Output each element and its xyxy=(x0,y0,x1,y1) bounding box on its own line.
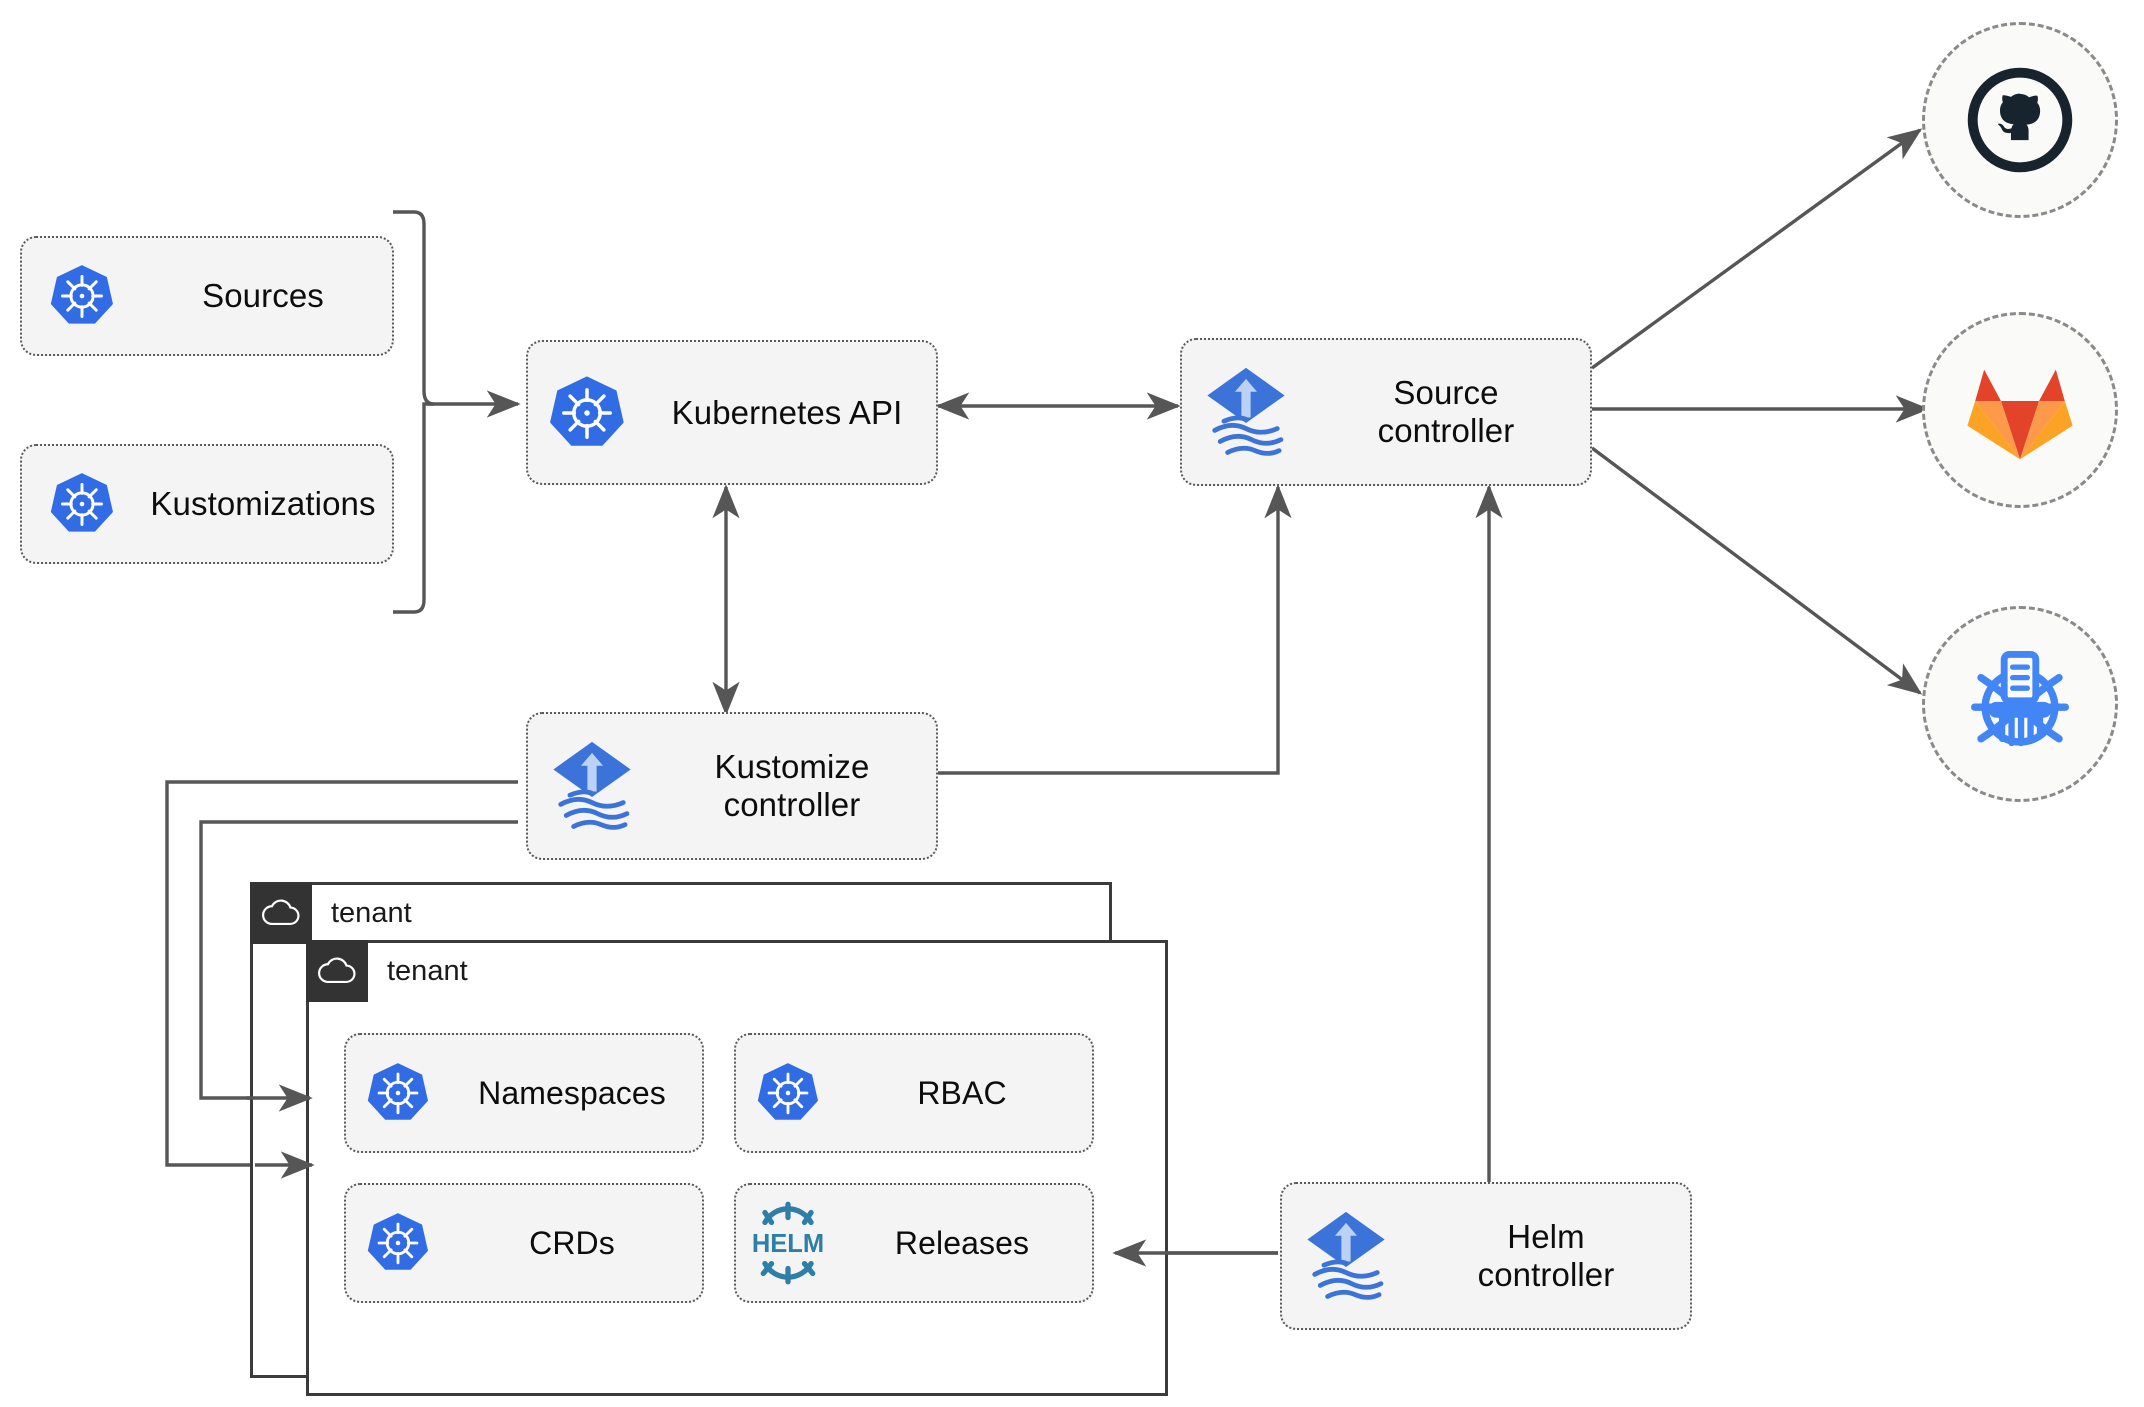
edge-source-to-registry xyxy=(1590,446,1923,695)
cloud-icon xyxy=(306,940,368,1002)
node-source-controller-label: Source controller xyxy=(1377,374,1515,449)
node-source-controller[interactable]: Source controller xyxy=(1180,338,1592,486)
kubernetes-icon xyxy=(346,1061,450,1125)
svg-text:HELM: HELM xyxy=(752,1230,824,1258)
node-sources-label: Sources xyxy=(202,277,324,315)
node-kustomize-controller-label: Kustomize controller xyxy=(714,748,870,823)
cloud-icon xyxy=(250,882,312,944)
tenant-panel-back-title: tenant xyxy=(331,897,412,929)
node-rbac-label: RBAC xyxy=(917,1074,1007,1111)
kubernetes-icon xyxy=(22,263,142,329)
node-releases-label: Releases xyxy=(894,1224,1030,1261)
node-kubernetes-api[interactable]: Kubernetes API xyxy=(526,340,938,485)
flux-icon xyxy=(1182,364,1310,460)
node-namespaces[interactable]: Namespaces xyxy=(344,1033,704,1153)
node-kustomize-controller[interactable]: Kustomize controller xyxy=(526,712,938,860)
tenant-panel-front[interactable]: tenant xyxy=(306,940,1168,1396)
node-rbac[interactable]: RBAC xyxy=(734,1033,1094,1153)
node-sources[interactable]: Sources xyxy=(20,236,394,356)
node-releases[interactable]: HELM Releases xyxy=(734,1183,1094,1303)
node-github[interactable] xyxy=(1922,22,2118,218)
node-helm-controller[interactable]: Helm controller xyxy=(1280,1182,1692,1330)
node-crds[interactable]: CRDs xyxy=(344,1183,704,1303)
kubernetes-icon xyxy=(736,1061,840,1125)
kubernetes-icon xyxy=(22,471,142,537)
node-crds-label: CRDs xyxy=(529,1224,615,1261)
flux-icon xyxy=(528,738,656,834)
node-namespaces-label: Namespaces xyxy=(478,1074,666,1111)
helm-icon: HELM xyxy=(736,1201,840,1285)
kubernetes-icon xyxy=(346,1211,450,1275)
node-gitlab[interactable] xyxy=(1922,312,2118,508)
node-registry[interactable] xyxy=(1922,606,2118,802)
flux-icon xyxy=(1282,1208,1410,1304)
node-kustomizations-label: Kustomizations xyxy=(150,485,376,523)
edge-source-to-github xyxy=(1591,128,1923,370)
kubernetes-icon xyxy=(528,374,646,452)
edge-kustomize-to-source-controller xyxy=(938,484,1292,775)
github-icon xyxy=(1967,67,2073,173)
node-helm-controller-label: Helm controller xyxy=(1477,1218,1615,1293)
node-kubernetes-api-label: Kubernetes API xyxy=(671,393,903,431)
gitlab-icon xyxy=(1967,369,2073,460)
bucket-icon xyxy=(1970,651,2070,747)
edge-sources-bracket xyxy=(393,210,435,614)
tenant-panel-front-title: tenant xyxy=(387,955,468,987)
node-kustomizations[interactable]: Kustomizations xyxy=(20,444,394,564)
